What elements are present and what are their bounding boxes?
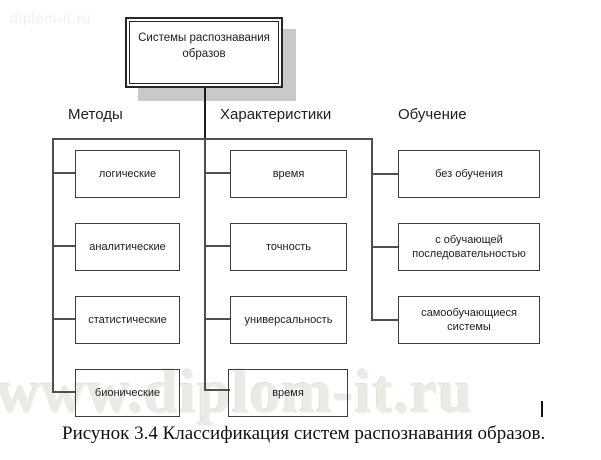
connector-spine-methods	[52, 138, 54, 393]
watermark-top-left: diplom-it.ru	[10, 10, 92, 26]
node-time-1: время	[230, 150, 347, 198]
connector-tick	[372, 246, 398, 248]
root-node-label: Системы распознавания образов	[129, 21, 279, 84]
node-bionic: бионические	[75, 369, 180, 417]
node-logical: логические	[75, 150, 180, 198]
connector-spine-learning	[371, 138, 373, 321]
connector-tick	[372, 319, 398, 321]
connector-tick	[205, 245, 230, 247]
connector-tick	[52, 172, 75, 174]
node-accuracy: точность	[230, 223, 347, 271]
node-without-learning: без обучения	[398, 150, 540, 198]
node-training-sequence: с обучающей последовательностью	[398, 223, 540, 271]
node-time-2: время	[228, 369, 348, 417]
column-header-characteristics: Характеристики	[220, 106, 332, 123]
connector-tick	[52, 391, 75, 393]
connector-spine-characteristics	[204, 139, 206, 391]
connector-tick	[205, 318, 230, 320]
watermark-bottom: www.diplom-it.ru	[0, 359, 473, 426]
root-node: Системы распознавания образов	[125, 17, 283, 88]
node-statistical: статистические	[75, 296, 180, 344]
connector-tick	[52, 245, 75, 247]
column-header-methods: Методы	[68, 106, 123, 123]
connector-tick	[52, 318, 75, 320]
node-analytical: аналитические	[75, 223, 180, 271]
node-self-learning: самообучающиеся системы	[398, 296, 540, 344]
text-cursor	[541, 401, 543, 417]
connector-tick	[205, 172, 230, 174]
figure-caption: Рисунок 3.4 Классификация систем распозн…	[62, 423, 546, 444]
node-universality: универсальность	[230, 296, 347, 344]
connector-top-bracket	[52, 138, 373, 140]
connector-tick	[205, 389, 230, 391]
connector-tick	[372, 173, 398, 175]
connector-root-vertical	[204, 88, 206, 139]
column-header-learning: Обучение	[398, 106, 467, 123]
